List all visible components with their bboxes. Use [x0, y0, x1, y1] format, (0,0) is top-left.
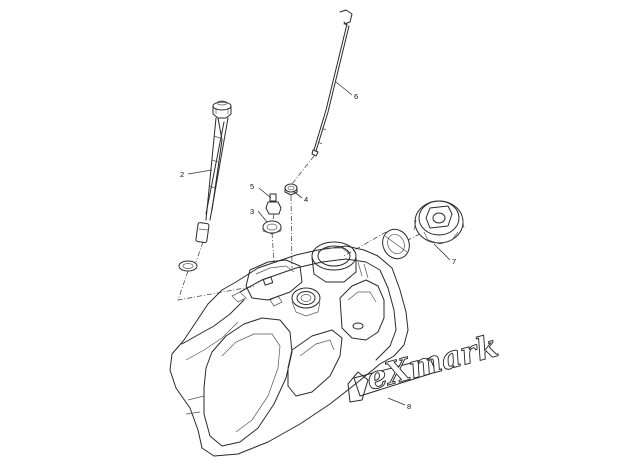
- decal-text: eXmark: [363, 328, 502, 398]
- fuel-cap: [413, 200, 465, 245]
- hose-clip: [284, 183, 298, 196]
- callout-4: 4: [304, 195, 308, 204]
- callout-labels: 2 3 4 5 6 7 8: [180, 92, 456, 411]
- callout-6: 6: [354, 92, 358, 101]
- callout-3: 3: [250, 207, 254, 216]
- brand-decal: eXmark: [347, 328, 502, 403]
- leader-lines: [187, 81, 451, 406]
- sender-grommet: [178, 260, 198, 272]
- fitting-grommet: [262, 220, 282, 235]
- fuel-tank: [169, 241, 409, 457]
- callout-2: 2: [180, 170, 184, 179]
- callout-5: 5: [250, 182, 254, 191]
- fitting: [265, 193, 282, 215]
- rod-assembly: [311, 9, 353, 157]
- callout-7: 7: [452, 257, 456, 266]
- assembly-guides: [177, 155, 421, 301]
- fuel-sender: [195, 100, 232, 243]
- cap-gasket: [382, 228, 410, 260]
- callout-8: 8: [407, 402, 411, 411]
